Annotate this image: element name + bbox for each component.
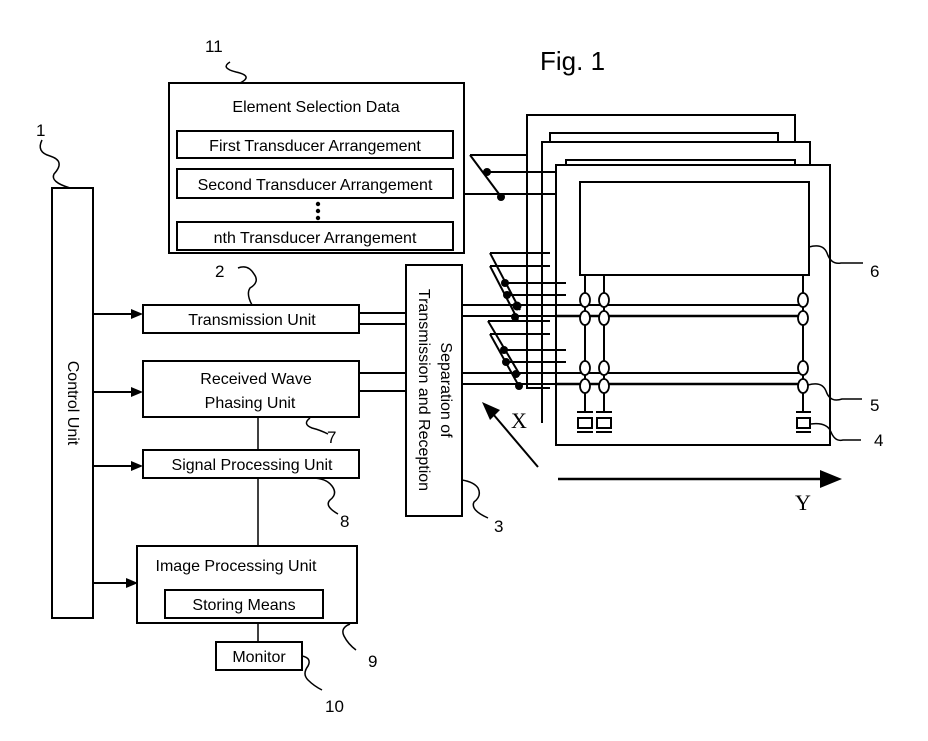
- second-arrangement-label: Second Transducer Arrangement: [198, 177, 433, 194]
- leader-3: [462, 480, 488, 518]
- ref-6: 6: [870, 262, 879, 281]
- received-wave-label-1: Received Wave: [200, 371, 312, 388]
- ref-2: 2: [215, 262, 224, 281]
- figure-title: Fig. 1: [540, 46, 605, 76]
- ref-7: 7: [327, 428, 336, 447]
- ref-8: 8: [340, 512, 349, 531]
- leader-11: [226, 62, 246, 83]
- leader-7: [306, 418, 328, 434]
- ref-4: 4: [874, 431, 883, 450]
- separation-label-2: Transmission and Reception: [415, 289, 432, 491]
- ellipsis-dot: [316, 202, 320, 206]
- monitor-block: Monitor: [216, 642, 302, 670]
- leader-9: [343, 624, 356, 650]
- leader-2: [238, 267, 256, 305]
- leader-10: [302, 656, 322, 690]
- signal-processing-label: Signal Processing Unit: [172, 457, 334, 474]
- y-axis-label: Y: [795, 490, 811, 515]
- first-arrangement-label: First Transducer Arrangement: [209, 138, 421, 155]
- y-axis-arrow: Y: [558, 470, 842, 515]
- control-unit-label: Control Unit: [64, 361, 81, 446]
- ref-10: 10: [325, 697, 344, 716]
- nth-arrangement-label: nth Transducer Arrangement: [214, 230, 417, 247]
- ellipsis-dot: [316, 209, 320, 213]
- image-processing-block: Image Processing Unit Storing Means: [137, 546, 357, 623]
- control-unit-block: Control Unit: [52, 188, 93, 618]
- separation-label-1: Separation of: [437, 342, 454, 438]
- control-arrows: [93, 309, 143, 588]
- x-axis-label: X: [511, 408, 527, 433]
- leader-8: [312, 478, 338, 514]
- ellipsis-dot: [316, 216, 320, 220]
- signal-processing-block: Signal Processing Unit: [143, 450, 359, 478]
- x-axis-arrow: X: [482, 402, 538, 467]
- ref-5: 5: [870, 396, 879, 415]
- received-wave-label-2: Phasing Unit: [205, 395, 296, 412]
- received-wave-block: Received Wave Phasing Unit: [143, 361, 359, 417]
- ref-9: 9: [368, 652, 377, 671]
- board-6-panel: [580, 182, 809, 275]
- ref-11: 11: [205, 37, 223, 56]
- monitor-label: Monitor: [232, 649, 286, 666]
- transmission-unit-label: Transmission Unit: [188, 312, 316, 329]
- image-processing-label: Image Processing Unit: [156, 558, 318, 575]
- transmission-unit-block: Transmission Unit: [143, 305, 359, 333]
- separation-block: Separation of Transmission and Reception: [406, 265, 462, 516]
- transducer-board-stack: [527, 115, 830, 445]
- element-selection-block: Element Selection Data First Transducer …: [169, 83, 464, 253]
- ref-3: 3: [494, 517, 503, 536]
- leader-1: [40, 140, 70, 188]
- element-selection-title: Element Selection Data: [232, 99, 399, 116]
- storing-means-label: Storing Means: [192, 597, 295, 614]
- ref-1: 1: [36, 121, 45, 140]
- unit-separation-wires: [359, 313, 406, 391]
